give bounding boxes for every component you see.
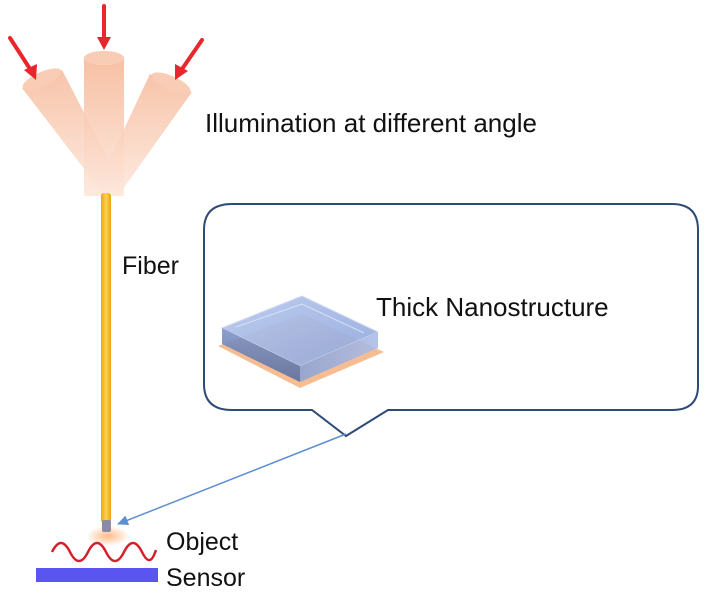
beam-center-cap	[84, 51, 124, 65]
fiber-label: Fiber	[122, 252, 179, 280]
nanostructure	[218, 295, 384, 388]
beam-center	[84, 58, 124, 196]
illumination-label: Illumination at different angle	[205, 108, 537, 138]
arrow-center-head	[97, 37, 111, 50]
nanostructure-label: Thick Nanostructure	[376, 292, 609, 322]
callout-bubble	[203, 203, 699, 438]
arrow-right	[178, 38, 204, 74]
object-glow	[86, 526, 130, 546]
arrow-right-head	[175, 64, 188, 80]
nanostructure-front	[222, 328, 300, 382]
nanostructure-side	[300, 332, 378, 382]
beam-right-cap	[151, 72, 191, 94]
incident-arrows	[8, 4, 204, 80]
fiber-tip	[102, 520, 111, 532]
callout-pointer	[117, 433, 347, 525]
arrow-left-head	[24, 64, 37, 80]
arrow-left	[8, 36, 34, 74]
sensor-label: Sensor	[166, 564, 246, 592]
nanostructure-inner-line	[235, 303, 365, 334]
illumination-beams	[22, 51, 192, 196]
object-wave	[50, 541, 158, 563]
object-label: Object	[166, 528, 239, 556]
beam-left-cap	[22, 68, 62, 90]
sensor-bar	[36, 568, 158, 582]
fiber	[101, 193, 111, 523]
